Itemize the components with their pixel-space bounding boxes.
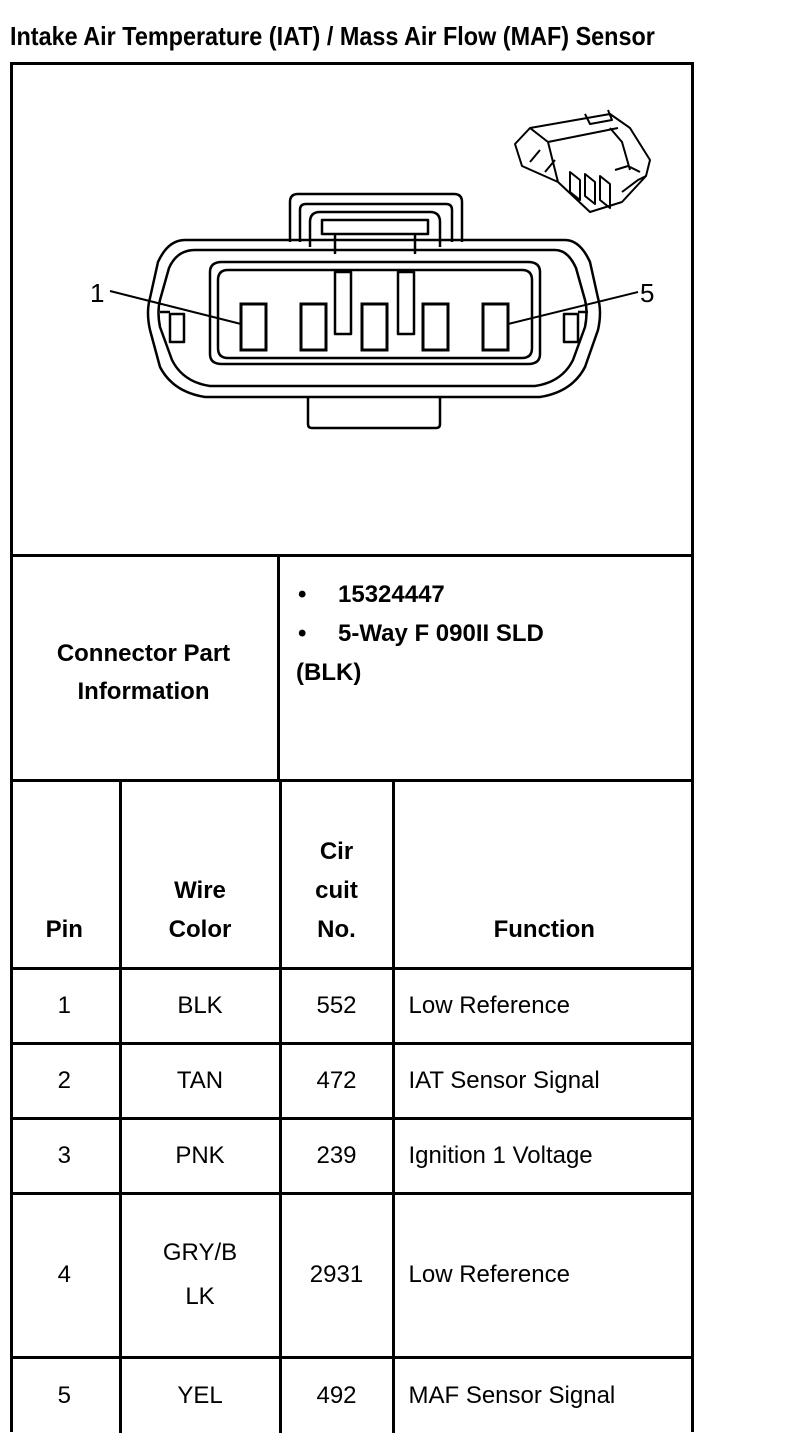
circuit-cell: 2931 — [278, 1193, 395, 1359]
pin-cell: 3 — [10, 1118, 122, 1195]
terminal-cavity-inner — [216, 268, 534, 360]
connector-shell-inner — [157, 248, 588, 388]
table-row: 5 YEL 492 MAF Sensor Signal — [10, 1357, 694, 1433]
circuit-cell: 239 — [278, 1118, 395, 1195]
part-description: 5-Way F 090II SLD — [338, 620, 544, 647]
connector-part-label-line2: Information — [77, 678, 210, 705]
latch-housing-inner — [298, 202, 454, 242]
circuit-cell: 492 — [278, 1357, 395, 1433]
header-function: Function — [391, 782, 694, 970]
table-row: 1 BLK 552 Low Reference — [10, 968, 694, 1045]
bottom-rib — [306, 397, 442, 430]
connector-frame — [10, 62, 694, 1432]
part-description-continuation: (BLK) — [296, 659, 362, 686]
pin-label-5: 5 — [640, 278, 654, 308]
terminal-pin-5 — [481, 302, 510, 352]
pin-cell: 2 — [10, 1043, 122, 1120]
table-row: 2 TAN 472 IAT Sensor Signal — [10, 1043, 694, 1120]
latch-inner — [308, 210, 442, 247]
leader-line-pin-5 — [507, 291, 639, 325]
table-row: 3 PNK 239 Ignition 1 Voltage — [10, 1118, 694, 1195]
function-cell: IAT Sensor Signal — [391, 1043, 694, 1120]
connector-shell-outer — [146, 238, 602, 399]
wire-color-cell: BLK — [118, 968, 282, 1045]
function-cell: MAF Sensor Signal — [391, 1357, 694, 1433]
circuit-cell: 552 — [278, 968, 395, 1045]
bullet-icon: • — [298, 581, 307, 608]
side-tab-left — [168, 312, 186, 344]
polarizing-rib-right — [396, 270, 416, 336]
pin-cell: 1 — [10, 968, 122, 1045]
connector-face-drawing: 1 5 — [90, 109, 654, 430]
connector-part-information: Connector Part Information • 15324447 • 5-… — [10, 557, 694, 782]
page-title: Intake Air Temperature (IAT) / Mass Air … — [10, 21, 655, 51]
connector-part-label-line1: Connector Part — [56, 640, 231, 667]
part-description-item: • 5-Way F 090II SLD — [280, 614, 690, 653]
terminal-pin-3 — [360, 302, 389, 352]
header-pin: Pin — [10, 782, 122, 970]
function-cell: Low Reference — [391, 968, 694, 1045]
wire-color-cell: YEL — [118, 1357, 282, 1433]
function-cell: Low Reference — [391, 1193, 694, 1359]
wire-color-cell: TAN — [118, 1043, 282, 1120]
connector-part-label: Connector Part Information — [10, 557, 280, 779]
pin-cell: 4 — [10, 1193, 122, 1359]
part-number-item: • 15324447 — [280, 575, 690, 614]
terminal-pin-1 — [239, 302, 268, 352]
function-cell: Ignition 1 Voltage — [391, 1118, 694, 1195]
wire-color-cell: PNK — [118, 1118, 282, 1195]
polarizing-rib-left — [333, 270, 353, 336]
part-number: 15324447 — [338, 581, 445, 608]
latch-housing-outer — [288, 192, 464, 242]
circuit-cell: 472 — [278, 1043, 395, 1120]
terminal-pin-4 — [421, 302, 450, 352]
pin-cell: 5 — [10, 1357, 122, 1433]
side-tab-right — [562, 312, 580, 344]
latch-slot — [320, 218, 430, 236]
bullet-icon: • — [298, 620, 307, 647]
terminal-cavity-outer — [208, 260, 542, 366]
connector-diagram: 1 5 — [10, 62, 694, 557]
leader-line-pin-1 — [109, 290, 242, 325]
terminal-pin-2 — [299, 302, 328, 352]
pin-label-1: 1 — [90, 278, 104, 308]
connector-isometric-thumbnail — [514, 109, 651, 213]
connector-part-details: • 15324447 • 5-Way F 090II SLD (BLK) — [280, 575, 690, 692]
